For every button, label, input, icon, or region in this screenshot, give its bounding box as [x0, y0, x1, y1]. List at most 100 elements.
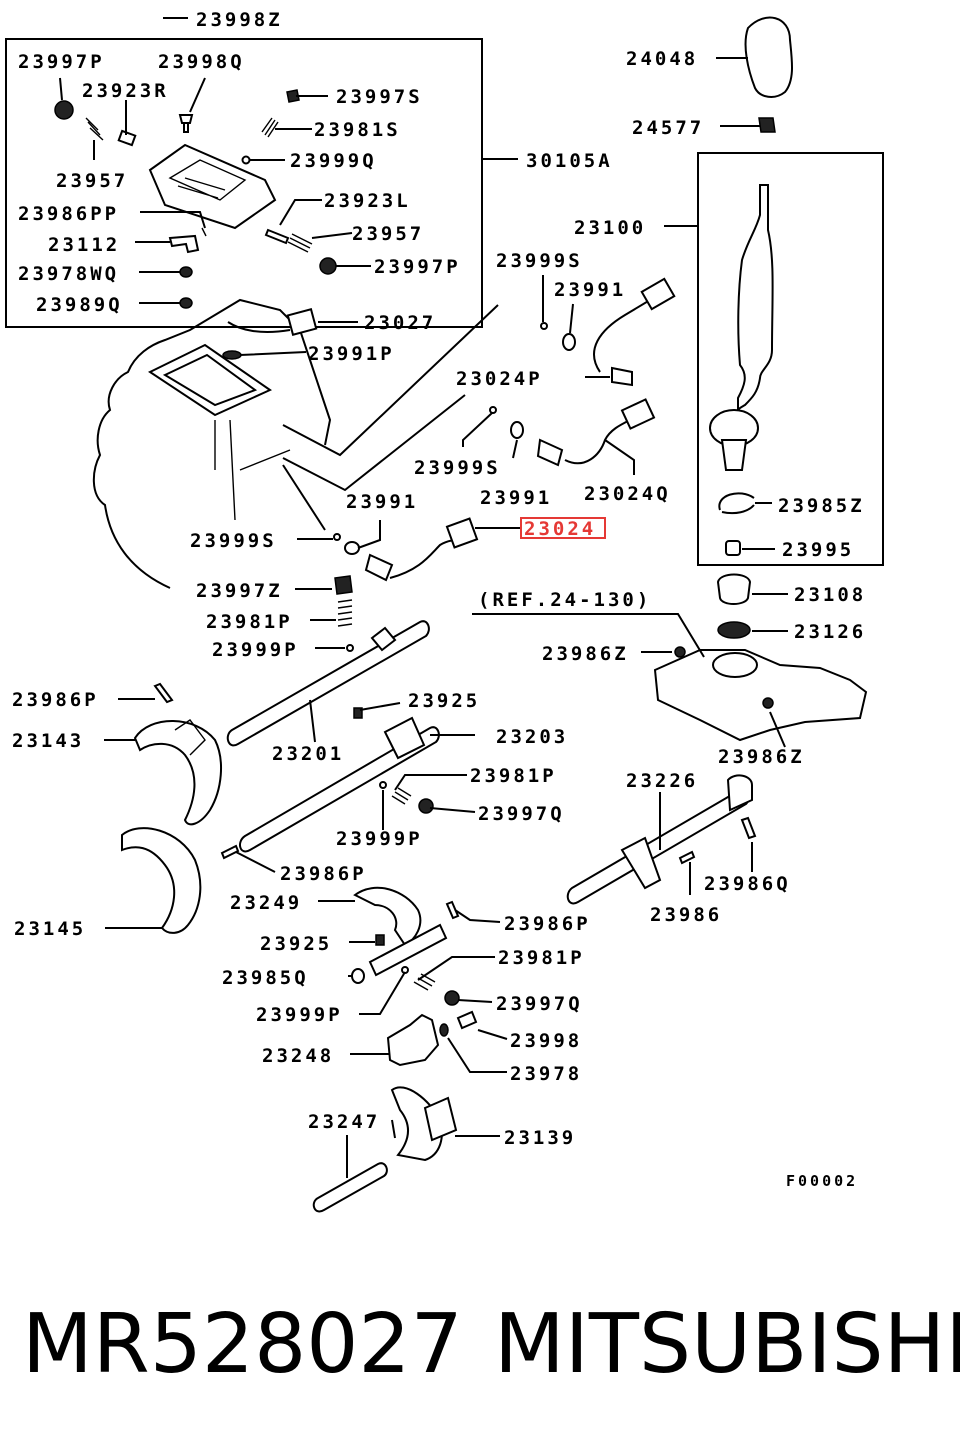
- ball-23999s-c: [333, 533, 341, 541]
- part-label: 23999S: [190, 530, 277, 552]
- part-label: 23998Z: [196, 9, 283, 31]
- part-labels: 23998Z 23997P 23998Q 23923R 23997S 23981…: [12, 9, 865, 1149]
- part-label: 23981P: [498, 947, 585, 969]
- part-label: 23986Z: [718, 746, 805, 768]
- part-label: 24048: [626, 48, 698, 70]
- pin-23986q: [740, 816, 757, 840]
- part-label: 23923R: [82, 80, 169, 102]
- case-rib: [214, 419, 291, 521]
- fork-23249: [353, 886, 422, 947]
- plug-23997q-a: [418, 798, 434, 814]
- part-label: 23985Q: [222, 967, 309, 989]
- part-label: 23999P: [336, 828, 423, 850]
- lever-housing: [653, 649, 868, 742]
- part-label: 23986P: [504, 913, 591, 935]
- part-label: 23203: [496, 726, 568, 748]
- shaft-23226-lever: [620, 836, 662, 890]
- spring-23957-b: [287, 233, 313, 253]
- part-label: 23999P: [212, 639, 299, 661]
- part-label: 23986P: [12, 689, 99, 711]
- part-label: 23997Q: [496, 993, 583, 1015]
- switch-23024q-wire: [564, 419, 631, 465]
- fork-23139-block: [423, 1096, 458, 1142]
- part-label: 23997P: [374, 256, 461, 278]
- ball-23999s-b: [489, 406, 497, 414]
- part-label: 23100: [574, 217, 646, 239]
- part-label: 23997P: [18, 51, 105, 73]
- plug-23997q-b: [444, 990, 460, 1006]
- washer-23991-b: [510, 421, 524, 439]
- part-number: MR528027: [22, 1297, 463, 1392]
- part-label: 23145: [14, 918, 86, 940]
- part-label: 23249: [230, 892, 302, 914]
- sub-assembly-box-30105a: [5, 38, 483, 328]
- part-label: 23999P: [256, 1004, 343, 1026]
- figure-code: F00002: [786, 1172, 859, 1190]
- bushing-23108: [716, 573, 752, 605]
- rail-23249: [368, 923, 448, 977]
- part-label: (REF.24-130): [478, 589, 651, 611]
- part-label: 23991: [480, 487, 552, 509]
- part-label: 23997S: [336, 86, 423, 108]
- part-label: 23957: [352, 223, 424, 245]
- pin-23986p-c: [445, 900, 460, 920]
- part-label: 23999S: [414, 457, 501, 479]
- part-label: 23997Q: [478, 803, 565, 825]
- part-label: 23998Q: [158, 51, 245, 73]
- interlock-23925-b: [375, 934, 385, 946]
- plug-23997s: [286, 89, 300, 103]
- ball-23999p-b: [379, 781, 387, 789]
- bolt-23986z-a: [674, 646, 686, 658]
- part-label: 23985Z: [778, 495, 865, 517]
- spring-23957-a: [85, 117, 104, 141]
- part-label: 23981P: [206, 611, 293, 633]
- part-label: 23999Q: [290, 150, 377, 172]
- washer-23978: [439, 1023, 449, 1037]
- nut-24577: [758, 117, 776, 133]
- part-label: 23139: [504, 1127, 576, 1149]
- brand-name: MITSUBISHI: [494, 1297, 960, 1392]
- part-label: 23986PP: [18, 203, 119, 225]
- part-label: 23978WQ: [18, 263, 119, 285]
- spring-23126: [717, 621, 751, 639]
- part-label: 23989Q: [36, 294, 123, 316]
- plug-23989q: [179, 297, 193, 309]
- part-label: 23957: [56, 170, 128, 192]
- rail-23201-end: [370, 626, 397, 652]
- part-label: 23997Z: [196, 580, 283, 602]
- housing-bore: [712, 652, 758, 678]
- part-label: 23986Q: [704, 873, 791, 895]
- part-label: 23978: [510, 1063, 582, 1085]
- leader-lines: [59, 17, 788, 1178]
- part-label: 23986P: [280, 863, 367, 885]
- part-label: 23981P: [470, 765, 557, 787]
- part-label: 23925: [408, 690, 480, 712]
- washer-23991-a: [562, 333, 576, 351]
- bolt-23997p: [54, 100, 74, 120]
- pin-23986: [678, 850, 696, 865]
- highlight-box: [520, 517, 606, 539]
- part-label: 23991P: [308, 343, 395, 365]
- bracket-23248: [386, 1013, 440, 1067]
- part-label: 23995: [782, 539, 854, 561]
- part-label: 23027: [364, 312, 436, 334]
- part-label: 23143: [12, 730, 84, 752]
- switch-23024p-body: [611, 366, 633, 387]
- plug-23978wq: [179, 266, 193, 278]
- part-label: 30105A: [526, 150, 613, 172]
- part-label: 23999S: [496, 250, 583, 272]
- switch-23024-body: [364, 553, 394, 582]
- switch-23024p-wire: [593, 299, 651, 373]
- bolt-23998q: [178, 114, 194, 133]
- switch-23024q-body: [536, 438, 564, 467]
- switch-23024p-connector: [640, 277, 676, 311]
- part-label: 23981S: [314, 119, 401, 141]
- transmission-case-outline: [92, 298, 332, 589]
- plug-23997p-b: [319, 257, 337, 275]
- bolt-23998: [456, 1010, 478, 1030]
- fork-23145: [121, 827, 202, 934]
- part-label: 23923L: [324, 190, 411, 212]
- washer-23991-c: [344, 541, 360, 555]
- spring-23981p-b: [391, 787, 412, 805]
- pin-23986p-b: [220, 844, 240, 860]
